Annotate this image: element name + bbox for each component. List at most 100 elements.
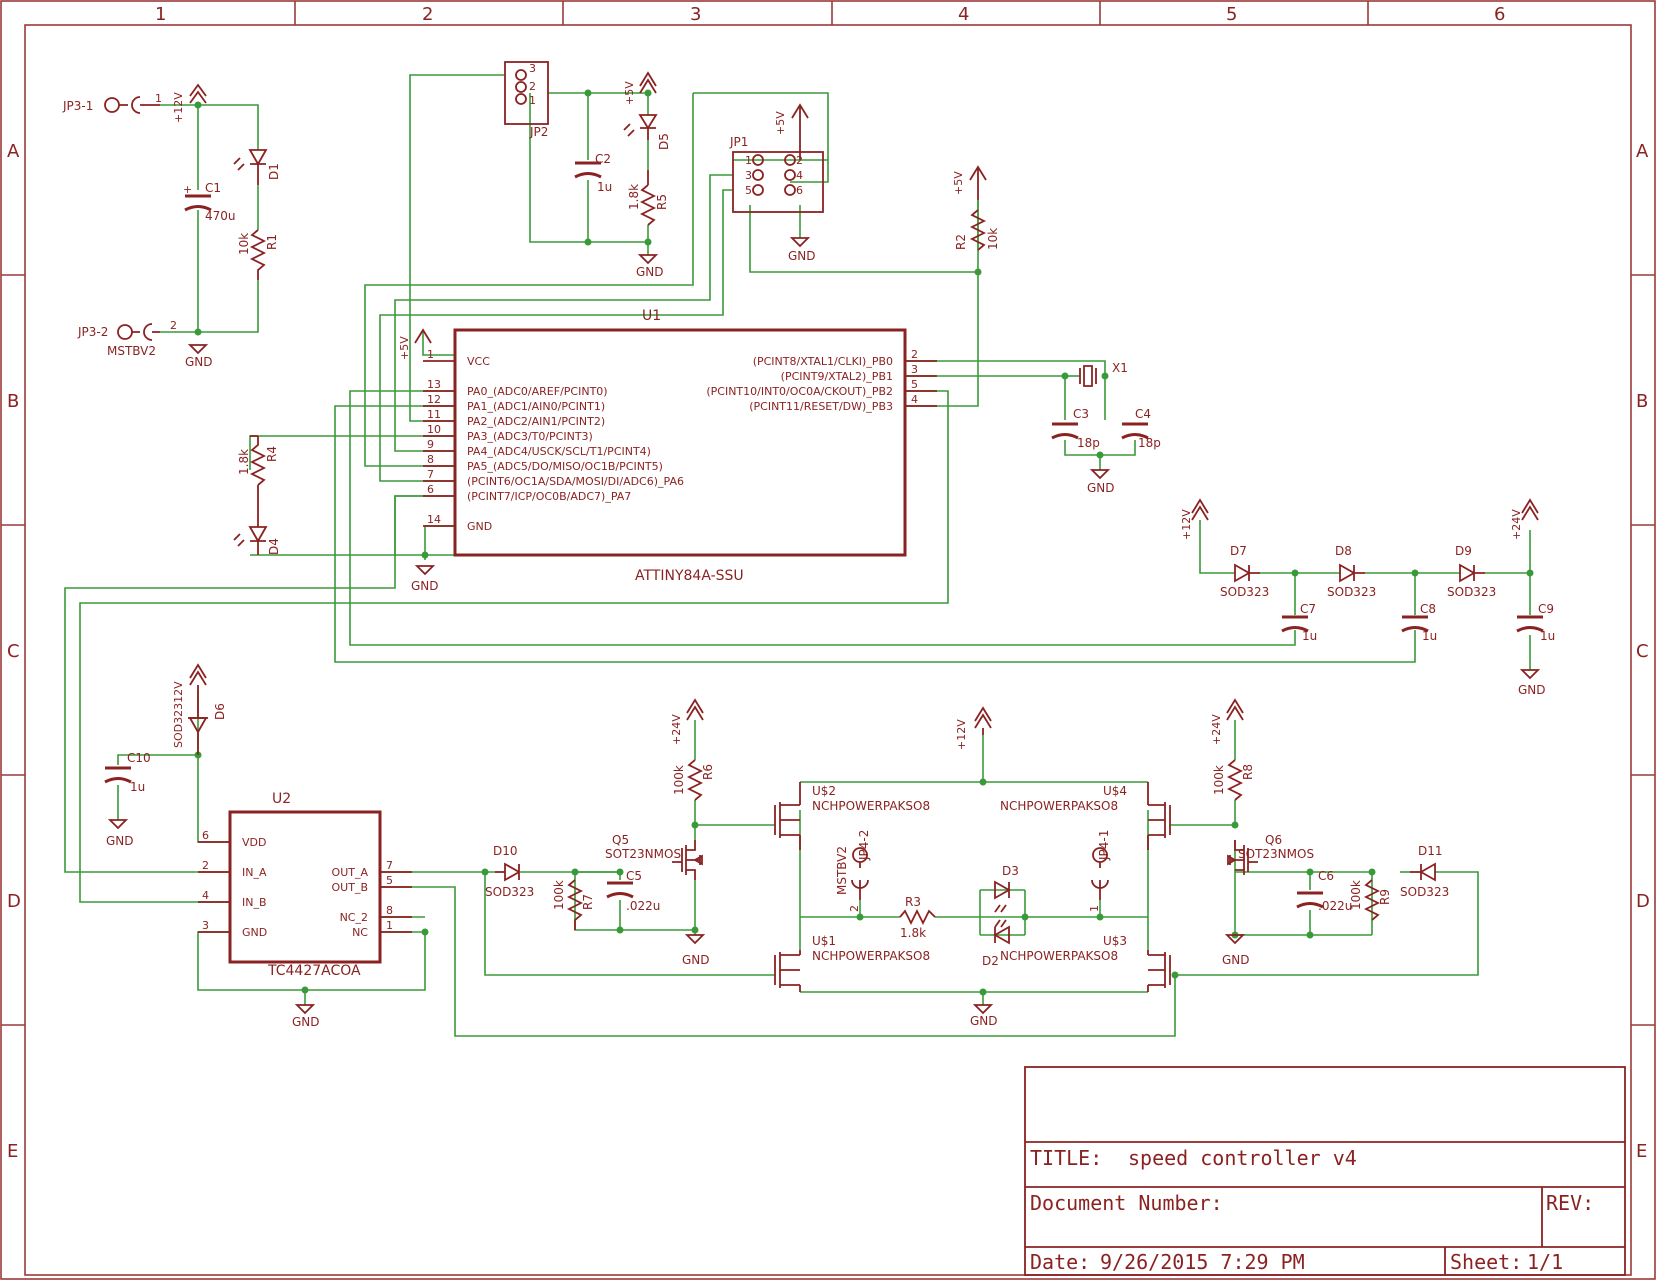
row-label-a-left: A [7,141,20,162]
jp4-1-label: JP4-1 [1097,830,1111,861]
u1-pin-label: (PCINT7/ICP/OC0B/ADC7)_PA7 [467,490,631,503]
title-block: TITLE: speed controller v4 Document Numb… [1024,1066,1626,1276]
diode-d8: D8 SOD323 [1327,544,1376,599]
u1-pin-label: (PCINT10/INT0/OC0A/CKOUT)_PB2 [706,385,893,398]
c1-plus: + [183,183,192,196]
gnd-label-11: GND [1222,953,1250,967]
us4-pkg: NCHPOWERPAKSO8 [1000,799,1118,813]
c9-value: 1u [1540,629,1555,643]
u2-pin-label: NC [352,926,368,939]
d3-ref: D3 [1002,864,1019,878]
d1-ref: D1 [267,163,281,180]
u1-pin-3: 3(PCINT9/XTAL2)_PB1 [781,363,937,383]
r7-ref: R7 [581,894,595,910]
u1-pin-label: PA1_(ADC1/AIN0/PCINT1) [467,400,605,413]
c1-ref: C1 [205,181,221,195]
jp1-pin6: 6 [796,184,803,197]
u2-pin-number: 7 [386,859,393,872]
us1-pkg: NCHPOWERPAKSO8 [812,949,930,963]
d5-ref: D5 [657,133,671,150]
c6-ref: C6 [1318,869,1334,883]
u1-value: ATTINY84A-SSU [635,568,744,584]
gnd-label-1: GND [185,355,213,369]
u2-pin-label: VDD [242,836,266,849]
u1-pin-number: 14 [427,513,441,526]
d7-pkg: SOD323 [1220,585,1269,599]
diode-d6: D6 SOD32312V [172,681,227,755]
u1-pin-number: 12 [427,393,441,406]
d2-ref: D2 [982,954,999,968]
r4-value: 1.8k [237,449,251,475]
c3-ref: C3 [1073,407,1089,421]
d6-ref: D6 [213,703,227,720]
led-d3: D3 [994,864,1019,913]
c6-value: .022u [1318,899,1352,913]
p5v-label-jp1: +5V [774,111,787,135]
mstbv2-label: MSTBV2 [107,344,156,358]
jp4-2-pin: 2 [848,905,861,912]
d8-ref: D8 [1335,544,1352,558]
pin-1-label: 1 [155,92,162,105]
header-jp2: 3 2 1 JP2 [504,61,549,139]
c4-ref: C4 [1135,407,1151,421]
led-d1: D1 [233,149,281,185]
row-label-c-right: C [1636,641,1649,662]
u1-pin-number: 13 [427,378,441,391]
c3-value: 18p [1077,436,1100,450]
header-jp1: 1 3 5 2 4 6 JP1 [729,135,824,213]
gnd-label-2: GND [636,265,664,279]
d8-pkg: SOD323 [1327,585,1376,599]
u1-pin-number: 6 [427,483,434,496]
r7-value: 100k [552,880,566,910]
u2-pin-label: NC_2 [340,911,368,924]
u2-pin-label: GND [242,926,267,939]
u1-pin-5: 5(PCINT10/INT0/OC0A/CKOUT)_PB2 [706,378,937,398]
u1-pin-number: 9 [427,438,434,451]
c8-value: 1u [1422,629,1437,643]
column-label-6: 6 [1494,4,1505,25]
c10-ref: C10 [127,751,151,765]
date-label: Date: [1030,1250,1090,1274]
us2-pkg: NCHPOWERPAKSO8 [812,799,930,813]
capacitor-c10: C10 1u [104,751,151,794]
capacitor-c2: C2 1u [574,152,612,194]
u1-pin-6: 6 (PCINT7/ICP/OC0B/ADC7)_PA7 [423,483,631,503]
c5-value: .022u [626,899,660,913]
u2-pin-number: 4 [202,889,209,902]
u1-pin-number: 4 [911,393,918,406]
jp4-1-pin: 1 [1088,905,1101,912]
u2-pin-number: 2 [202,859,209,872]
sheet-inner-border [24,24,1632,1276]
r5-ref: R5 [655,194,669,210]
row-label-a-right: A [1636,141,1649,162]
gnd-label-10: GND [970,1014,998,1028]
us3-ref: U$3 [1103,934,1127,948]
gnd-label-6: GND [1518,683,1546,697]
gnd-label-7: GND [106,834,134,848]
resistor-r7: 100k R7 [552,879,595,930]
u1-pin-number: 11 [427,408,441,421]
u2-ref: U2 [272,791,291,807]
u1-pin-label: VCC [467,355,490,368]
date-value: 9/26/2015 7:29 PM [1100,1250,1305,1274]
row-label-b-right: B [1636,391,1648,412]
capacitor-c6: C6 .022u [1296,869,1352,913]
jp1-pin2: 2 [796,154,803,167]
power-symbols: +12V +5V +5V +5V +5V +12V +24V +24V +12V… [172,71,1539,750]
jp2-pin1: 1 [529,94,536,107]
u2-pin-label: OUT_B [332,881,368,894]
r3-ref: R3 [905,895,921,909]
u2-pin-1: 1NC [352,919,412,939]
u1-pin-label: PA5_(ADC5/DO/MISO/OC1B/PCINT5) [467,460,663,473]
mosfet-q6: Q6 SOT23NMOS [1227,833,1314,875]
p5v-label-u1: +5V [398,336,411,360]
jp2-pin3: 3 [529,62,536,75]
d9-ref: D9 [1455,544,1472,558]
diode-d11: D11 SOD323 [1400,844,1449,899]
u2-pin-label: IN_A [242,866,267,879]
us2-ref: U$2 [812,784,836,798]
